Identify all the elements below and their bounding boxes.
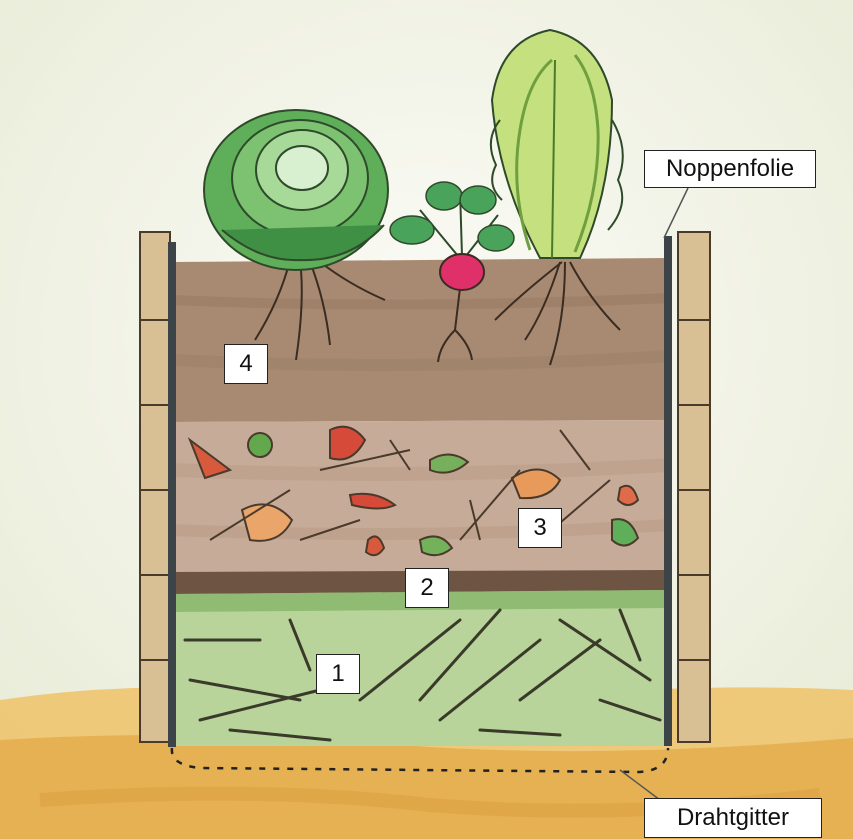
soil-layer (172, 258, 668, 422)
bubble-wrap-foil (664, 236, 672, 746)
layer-4-label: 4 (224, 344, 268, 384)
drahtgitter-label: Drahtgitter (644, 798, 822, 838)
noppenfolie-label: Noppenfolie (644, 150, 816, 188)
left-wall (140, 232, 176, 747)
right-wall (664, 232, 710, 746)
layer-2-label: 2 (405, 568, 449, 608)
cabbage-head (204, 110, 388, 270)
layer-3-label: 3 (518, 508, 562, 548)
branch-layer (172, 590, 668, 746)
bed-layers (172, 258, 668, 746)
layer-1-label: 1 (316, 654, 360, 694)
compost-layer (172, 420, 668, 574)
